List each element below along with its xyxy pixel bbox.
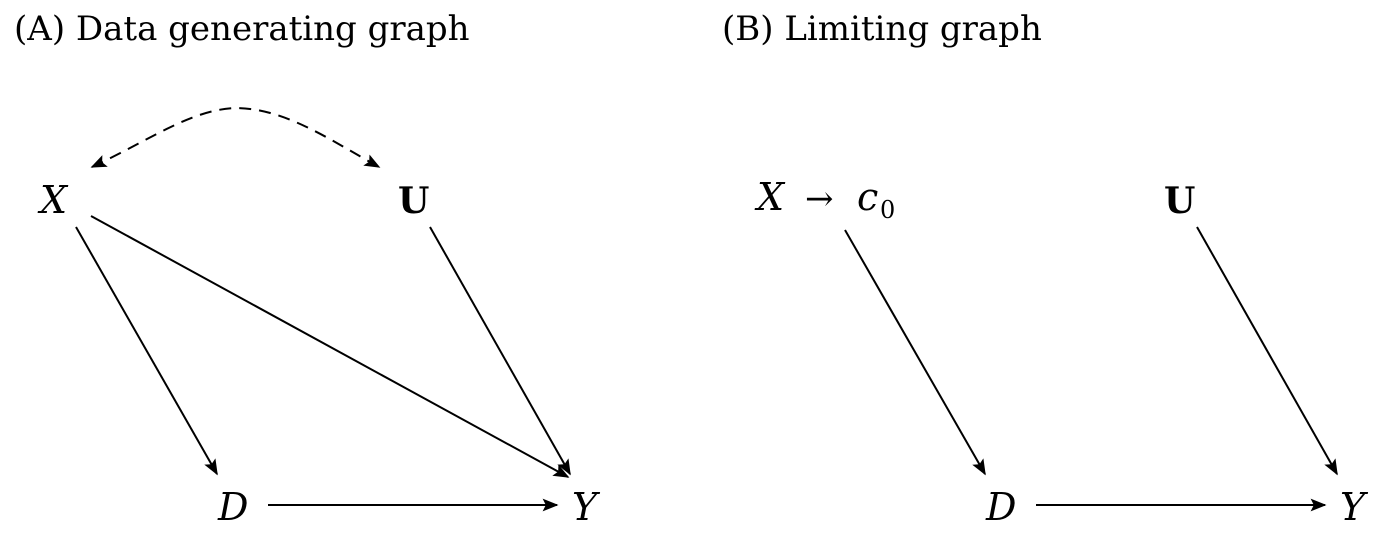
node-y-limit: Y — [1340, 485, 1369, 529]
edge-x-u-bidirected — [90, 106, 381, 168]
panel-b-title: (B) Limiting graph — [722, 9, 1042, 49]
edge-xlimit-d — [844, 229, 986, 476]
node-x: X — [37, 178, 69, 222]
node-y: Y — [572, 485, 601, 529]
node-d-limit: D — [985, 485, 1016, 529]
panel-a-title: (A) Data generating graph — [14, 9, 470, 49]
panel-a: (A) Data generating graph X U D Y — [14, 9, 601, 529]
node-x-limit: X → c 0 — [754, 175, 895, 224]
edge-x-y — [90, 215, 570, 478]
node-x-limit-c: c — [857, 175, 878, 219]
node-u: U — [398, 180, 429, 222]
edge-u-y — [429, 226, 571, 476]
node-d: D — [217, 485, 248, 529]
edge-u-y-limit — [1196, 226, 1338, 476]
panel-b: (B) Limiting graph X → c 0 U D Y — [722, 9, 1369, 529]
edge-x-d — [75, 226, 218, 476]
node-u-limit: U — [1164, 180, 1195, 222]
node-x-limit-base: X — [754, 175, 786, 219]
node-x-limit-arrow: → — [805, 179, 834, 219]
node-x-limit-subscript: 0 — [880, 196, 895, 224]
